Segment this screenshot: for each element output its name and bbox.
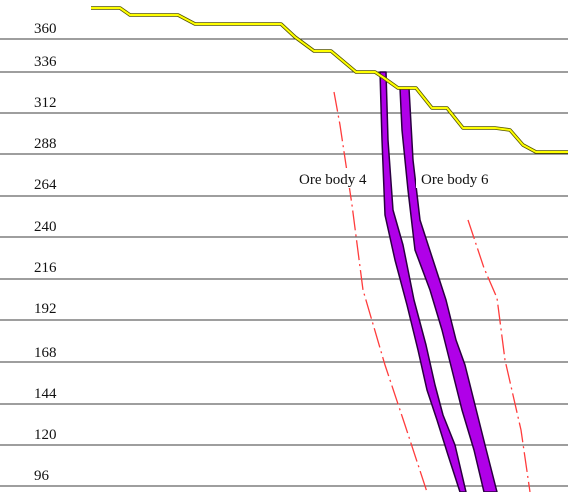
level-label: 120	[34, 427, 57, 443]
level-label: 312	[34, 95, 57, 111]
level-labels: 360 336 312 288 264 240 216 192 168 144 …	[34, 21, 57, 484]
ore-body-4-label: Ore body 4	[299, 172, 367, 188]
ore-body-4-label-bg	[296, 168, 378, 188]
level-label: 336	[34, 54, 57, 70]
boundary-line-right	[467, 219, 531, 492]
ore-bodies	[379, 71, 498, 492]
surface-profile	[91, 6, 568, 154]
level-label: 192	[34, 301, 57, 317]
level-label: 216	[34, 260, 57, 276]
level-label: 96	[34, 468, 50, 484]
level-label: 144	[34, 386, 57, 402]
surface-line	[91, 7, 568, 153]
ore-body-labels: Ore body 4 Ore body 6	[296, 168, 504, 188]
boundary-line-left	[333, 91, 428, 492]
level-label: 288	[34, 136, 57, 152]
ore-body-6-shape	[399, 87, 498, 492]
level-label: 264	[34, 177, 57, 193]
boundary-lines	[333, 91, 531, 492]
level-label: 240	[34, 219, 57, 235]
surface-line-outline	[91, 6, 568, 154]
ore-body-4-shape	[379, 71, 467, 492]
level-label: 360	[34, 21, 57, 37]
ore-body-6-label-bg	[416, 168, 504, 188]
ore-body-6-label: Ore body 6	[421, 172, 489, 188]
level-label: 168	[34, 345, 57, 361]
